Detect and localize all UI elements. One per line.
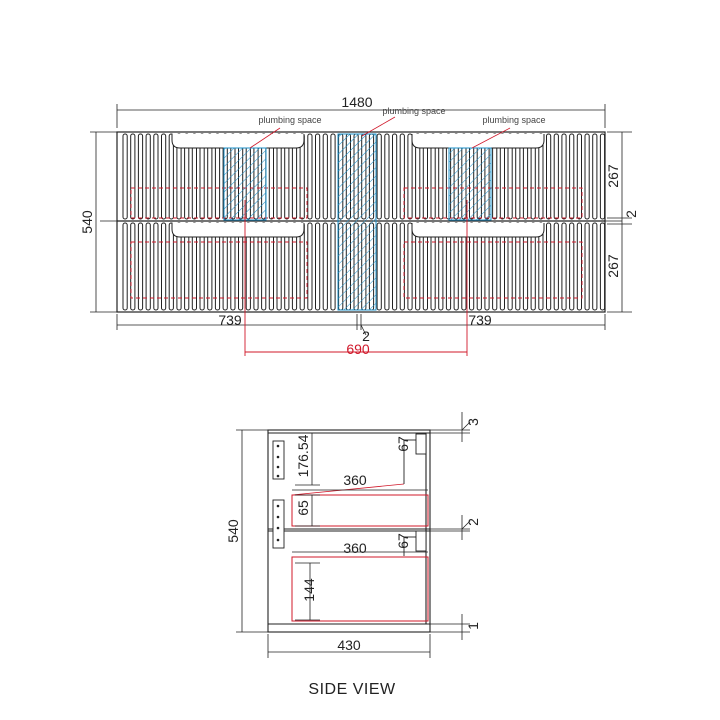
flute-strip xyxy=(322,222,328,311)
flute-strip xyxy=(592,222,598,311)
side-drawer-boxes xyxy=(291,494,429,622)
left-width-label: 739 xyxy=(218,312,242,328)
flute-strip xyxy=(407,222,413,311)
flute-strip xyxy=(153,133,159,220)
flute-strip xyxy=(376,133,382,220)
plumbing-label-center: plumbing space xyxy=(382,106,445,116)
flute-strip xyxy=(392,222,398,311)
drawer-handle-recesses xyxy=(171,134,545,238)
flute-strip xyxy=(399,133,405,220)
plumbing-space-center xyxy=(337,133,377,311)
upper-drawer-height-label: 267 xyxy=(605,164,621,188)
flute-strip xyxy=(553,133,559,220)
flute-strip xyxy=(315,133,321,220)
flute-strip xyxy=(561,133,567,220)
side-depth-label: 430 xyxy=(337,637,361,653)
side-view: 540 xyxy=(225,412,481,698)
lower-trap-label: 67 xyxy=(395,533,411,549)
side-internal-dimensions xyxy=(292,432,428,621)
side-depth-dimension xyxy=(267,634,431,658)
waste-fittings xyxy=(403,433,427,556)
side-view-caption: SIDE VIEW xyxy=(308,681,396,698)
upper-drawer-leader xyxy=(291,483,405,496)
flute-strip xyxy=(130,222,136,311)
overall-width-label: 1480 xyxy=(341,94,372,110)
bottom-gap-label: 1 xyxy=(465,622,481,630)
flute-strip xyxy=(392,133,398,220)
flute-strip xyxy=(384,133,390,220)
flute-strip xyxy=(168,133,174,220)
mid-gap-label: 2 xyxy=(465,518,481,526)
side-height-dimension xyxy=(236,429,268,633)
flute-strip xyxy=(599,133,606,220)
basin-spacing-label: 690 xyxy=(346,341,370,357)
flute-strip xyxy=(137,222,144,311)
flute-strip xyxy=(315,222,321,311)
upper-trap-label: 67 xyxy=(395,436,411,452)
flute-strip xyxy=(122,222,128,311)
flute-strip xyxy=(584,222,590,311)
gap-right-label: 2 xyxy=(623,210,639,218)
flute-strip xyxy=(576,222,582,311)
right-height-dimensions xyxy=(607,131,632,313)
flute-strip xyxy=(168,222,174,311)
flute-strip xyxy=(307,222,313,311)
flute-strip xyxy=(322,133,328,220)
upper-drawer-depth-label: 360 xyxy=(343,472,367,488)
front-view: 1480 540 267 267 2 xyxy=(79,94,639,357)
flute-strip xyxy=(330,222,336,311)
flute-strip xyxy=(307,133,313,220)
flute-strip xyxy=(145,133,151,220)
flute-strip xyxy=(561,222,567,311)
flute-strip xyxy=(161,133,167,220)
basin-spacing-dimension xyxy=(244,200,468,356)
overall-height-label: 540 xyxy=(79,210,95,234)
overall-width-dimension xyxy=(116,104,606,128)
flute-strip xyxy=(553,222,559,311)
flute-strip xyxy=(122,133,128,220)
flute-strip xyxy=(161,222,167,311)
plumbing-label-left: plumbing space xyxy=(258,115,321,125)
internal-drawer-outlines xyxy=(130,187,583,299)
overall-height-dimension xyxy=(90,131,117,313)
flute-strip xyxy=(330,133,336,220)
flute-strip xyxy=(592,133,598,220)
lower-drawer-depth-label: 360 xyxy=(343,540,367,556)
bottom-width-dimensions xyxy=(116,314,606,336)
flute-strip xyxy=(546,222,552,311)
flute-strip xyxy=(407,133,413,220)
plumbing-space-right xyxy=(448,147,492,221)
side-height-label: 540 xyxy=(225,519,241,543)
flute-strip xyxy=(576,133,582,220)
flute-strip xyxy=(569,222,575,311)
flute-strip xyxy=(153,222,159,311)
lower-drawer-height-label: 267 xyxy=(605,254,621,278)
flute-strip xyxy=(376,222,382,311)
cabinet-outline xyxy=(116,131,606,313)
upper-offset-label: 176.54 xyxy=(295,434,311,477)
flute-strip xyxy=(145,222,151,311)
flute-strip xyxy=(384,222,390,311)
top-gap-label: 3 xyxy=(465,418,481,426)
flute-strip xyxy=(546,133,552,220)
flute-strip xyxy=(569,133,575,220)
flute-strip xyxy=(130,133,136,220)
flute-strip xyxy=(584,133,590,220)
lower-offset-label: 144 xyxy=(301,578,317,602)
drawer-runners xyxy=(272,440,285,549)
side-gap-dimensions xyxy=(430,412,471,640)
upper-rail-label: 65 xyxy=(295,500,311,516)
flute-strip xyxy=(137,133,144,220)
plumbing-label-right: plumbing space xyxy=(482,115,545,125)
gap-bottom-label: 2 xyxy=(362,328,370,344)
flute-strip xyxy=(599,222,606,311)
right-width-label: 739 xyxy=(468,312,492,328)
plumbing-leaders xyxy=(249,116,511,149)
